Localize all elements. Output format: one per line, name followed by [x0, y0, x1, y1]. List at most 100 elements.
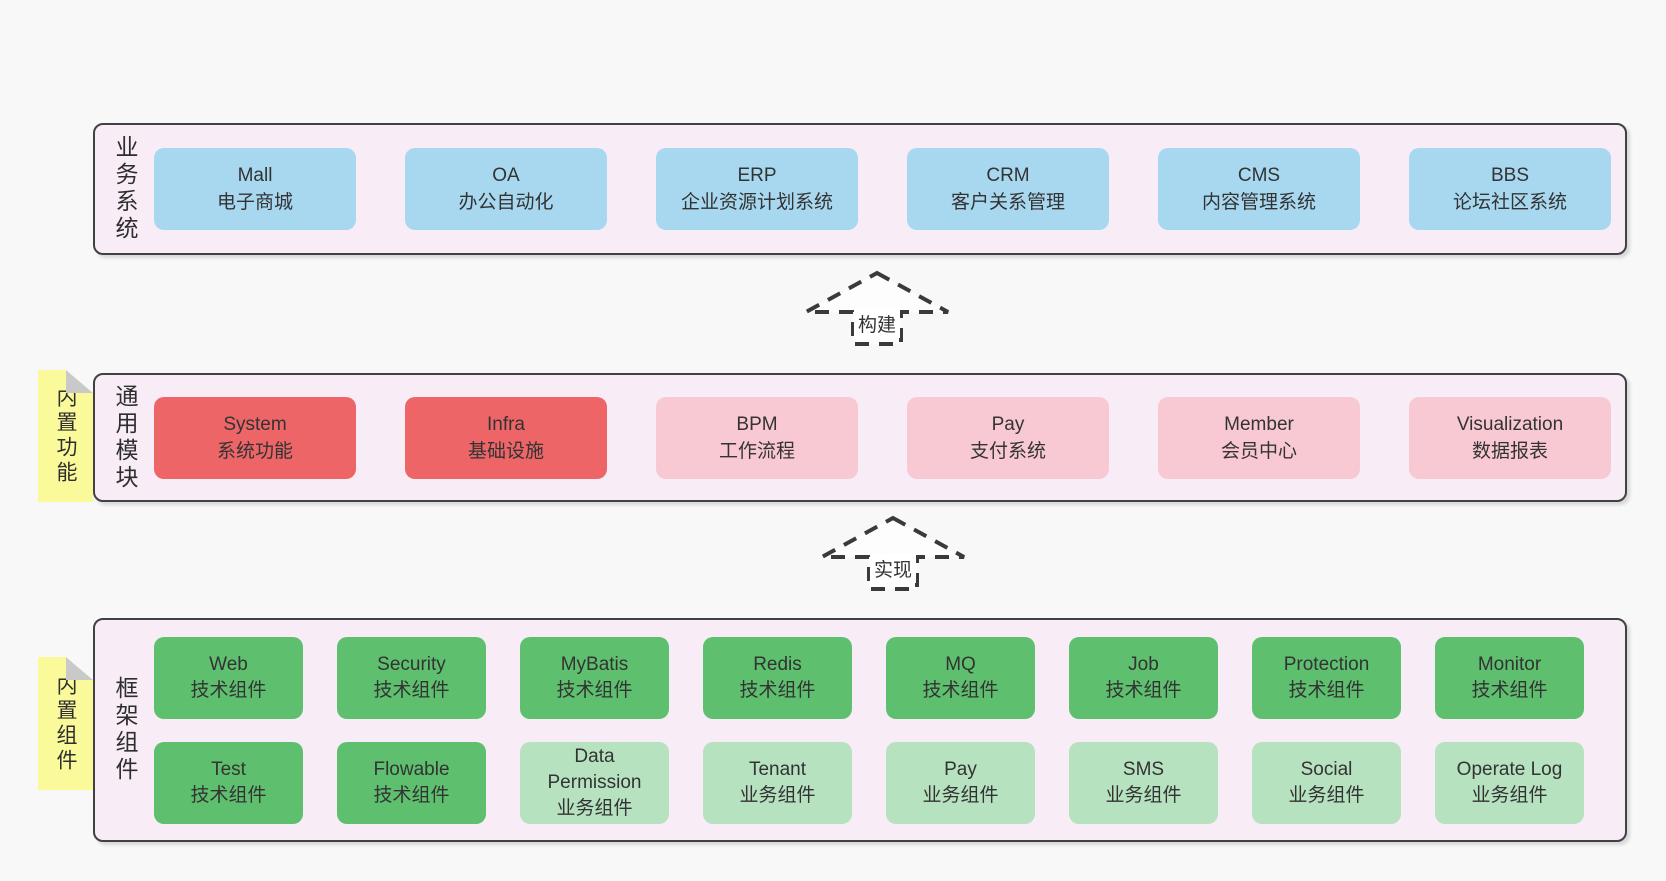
box-web: Web 技术组件 [154, 636, 303, 719]
box-flowable: Flowable 技术组件 [337, 741, 486, 824]
box-title: Visualization [1456, 413, 1564, 435]
box-mall: Mall 电子商城 [154, 148, 356, 230]
box-pay-component: Pay 业务组件 [886, 741, 1035, 824]
box-subtitle: 基础设施 [467, 440, 544, 462]
box-title: BBS [1490, 165, 1530, 186]
box-title: Redis [753, 653, 802, 675]
box-title: Tenant [748, 758, 807, 780]
box-redis: Redis 技术组件 [703, 636, 852, 719]
box-subtitle: 技术组件 [373, 784, 450, 806]
box-mq: MQ 技术组件 [886, 636, 1035, 719]
box-subtitle: 客户关系管理 [950, 192, 1065, 213]
box-subtitle: 业务组件 [1288, 784, 1365, 806]
box-social: Social 业务组件 [1252, 741, 1401, 824]
box-title: Operate Log [1456, 758, 1563, 780]
implement-arrow-icon: 实现 [818, 514, 968, 592]
box-subtitle: 业务组件 [556, 797, 633, 819]
section-label-text: 框架组件 [112, 676, 138, 784]
box-crm: CRM 客户关系管理 [907, 148, 1109, 230]
box-title: MQ [945, 653, 976, 675]
sticky-note-built-in-features: 内置功能 [38, 370, 93, 502]
box-title: BPM [736, 413, 778, 435]
box-subtitle: 技术组件 [922, 679, 999, 701]
box-title: Security [377, 653, 446, 675]
box-subtitle: 业务组件 [1471, 784, 1548, 806]
box-operate-log: Operate Log 业务组件 [1435, 741, 1584, 824]
box-subtitle: 技术组件 [1471, 679, 1548, 701]
box-subtitle: 论坛社区系统 [1452, 192, 1567, 213]
box-oa: OA 办公自动化 [405, 148, 607, 230]
folded-corner-icon [66, 657, 93, 680]
box-subtitle: 技术组件 [190, 679, 267, 701]
box-subtitle: 企业资源计划系统 [680, 192, 833, 213]
arrow-label: 实现 [869, 554, 917, 583]
section-business-systems: 业务系统 Mall 电子商城 OA 办公自动化 ERP 企业资源计划系统 CRM… [93, 123, 1627, 255]
box-bbs: BBS 论坛社区系统 [1409, 148, 1611, 230]
box-mybatis: MyBatis 技术组件 [520, 636, 669, 719]
box-subtitle: 系统功能 [216, 440, 293, 462]
box-subtitle: 电子商城 [216, 192, 293, 213]
arrow-label: 构建 [853, 309, 901, 338]
box-title: MyBatis [560, 653, 629, 675]
box-title: Monitor [1477, 653, 1542, 675]
box-infra: Infra 基础设施 [405, 396, 607, 479]
section-framework-components: 框架组件 Web 技术组件 Security 技术组件 MyBatis 技术组件… [93, 618, 1627, 842]
box-subtitle: 会员中心 [1220, 440, 1297, 462]
box-subtitle: 技术组件 [1288, 679, 1365, 701]
box-title: Member [1224, 413, 1294, 435]
box-test: Test 技术组件 [154, 741, 303, 824]
framework-components-grid: Web 技术组件 Security 技术组件 MyBatis 技术组件 Redi… [154, 620, 1625, 840]
common-modules-row: System 系统功能 Infra 基础设施 BPM 工作流程 Pay 支付系统… [154, 375, 1625, 500]
box-subtitle: 业务组件 [922, 784, 999, 806]
section-label-framework-components: 框架组件 [95, 620, 154, 840]
dashed-up-arrow-icon [805, 270, 949, 346]
box-subtitle: 业务组件 [739, 784, 816, 806]
section-common-modules: 通用模块 System 系统功能 Infra 基础设施 BPM 工作流程 Pay… [93, 373, 1627, 502]
section-label-text: 通用模块 [112, 383, 138, 492]
box-tenant: Tenant 业务组件 [703, 741, 852, 824]
box-subtitle: 数据报表 [1471, 440, 1548, 462]
sticky-note-text: 内置组件 [54, 673, 77, 774]
box-subtitle: 技术组件 [373, 679, 450, 701]
box-title: CMS [1237, 165, 1281, 186]
box-title: ERP [737, 165, 777, 186]
box-subtitle: 技术组件 [739, 679, 816, 701]
box-title: Mall [237, 165, 273, 186]
box-subtitle: 技术组件 [556, 679, 633, 701]
box-monitor: Monitor 技术组件 [1435, 636, 1584, 719]
box-title: Data Permission [547, 745, 642, 793]
box-subtitle: 内容管理系统 [1201, 192, 1316, 213]
box-title: Web [209, 653, 248, 675]
business-systems-row: Mall 电子商城 OA 办公自动化 ERP 企业资源计划系统 CRM 客户关系… [154, 125, 1625, 253]
box-protection: Protection 技术组件 [1252, 636, 1401, 719]
box-title: Test [211, 758, 246, 780]
box-sms: SMS 业务组件 [1069, 741, 1218, 824]
box-title: SMS [1122, 758, 1165, 780]
box-title: Pay [991, 413, 1025, 435]
box-subtitle: 技术组件 [1105, 679, 1182, 701]
box-subtitle: 业务组件 [1105, 784, 1182, 806]
box-title: OA [492, 165, 520, 186]
box-security: Security 技术组件 [337, 636, 486, 719]
box-title: Protection [1283, 653, 1370, 675]
box-title: Infra [486, 413, 526, 435]
box-data-permission: Data Permission 业务组件 [520, 741, 669, 824]
section-label-business-systems: 业务系统 [95, 125, 154, 253]
box-subtitle: 工作流程 [718, 440, 795, 462]
box-title: System [223, 413, 287, 435]
box-title: Job [1128, 653, 1159, 675]
box-subtitle: 支付系统 [969, 440, 1046, 462]
sticky-note-built-in-components: 内置组件 [38, 657, 93, 790]
box-erp: ERP 企业资源计划系统 [656, 148, 858, 230]
sticky-note-text: 内置功能 [54, 386, 77, 486]
box-title: Social [1300, 758, 1353, 780]
box-bpm: BPM 工作流程 [656, 396, 858, 479]
section-label-text: 业务系统 [112, 135, 138, 243]
box-title: Pay [944, 758, 977, 780]
box-subtitle: 技术组件 [190, 784, 267, 806]
build-arrow-icon: 构建 [802, 269, 952, 347]
box-title: CRM [986, 165, 1030, 186]
dashed-up-arrow-icon [821, 515, 965, 591]
box-job: Job 技术组件 [1069, 636, 1218, 719]
